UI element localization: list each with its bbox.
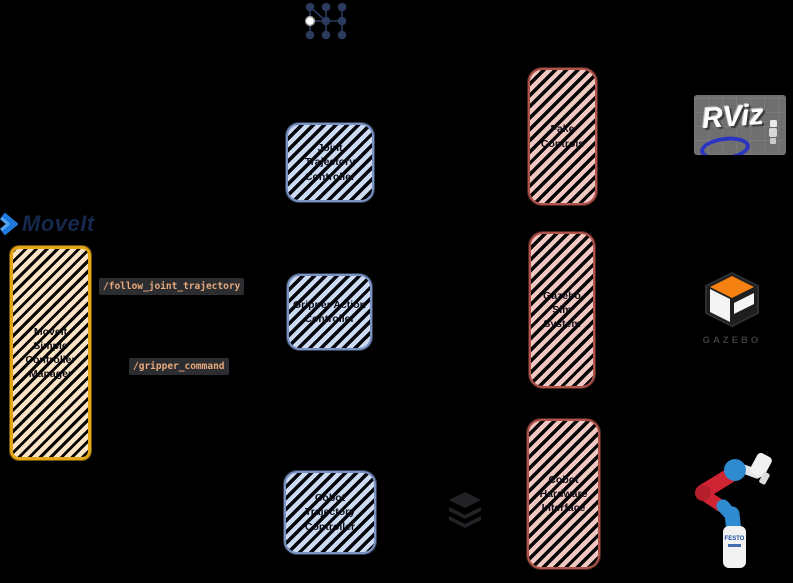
- node-label-line: Simple: [33, 339, 68, 352]
- node-label-line: Gazebo: [543, 289, 581, 302]
- node-label-line: Trajectory: [304, 506, 356, 519]
- node-label-line: Manager: [28, 368, 73, 381]
- node-label-line: Gripper Action: [292, 298, 367, 311]
- ros-control-logo-icon: [304, 2, 347, 40]
- festo-brand-text: FESTO: [725, 536, 745, 542]
- node-label-line: Fake: [550, 123, 575, 136]
- moveit-logo: MoveIt: [0, 211, 95, 237]
- node-label-line: Interface: [541, 502, 586, 515]
- node-label-line: System: [543, 318, 581, 331]
- moveit-logo-text: MoveIt: [22, 211, 95, 236]
- cobot-arm-image: FESTO: [695, 452, 772, 568]
- node-label-line: Joint: [317, 142, 343, 155]
- topic-gripper-command: /gripper_command: [129, 358, 229, 375]
- node-label-line: Sim: [552, 303, 572, 316]
- node-label-line: Cobot: [548, 473, 579, 486]
- node-label-line: MoveIt: [33, 325, 68, 338]
- gazebo-logo: GAZEBO: [699, 271, 765, 346]
- rviz-logo: RViz: [694, 95, 786, 155]
- node-fake-controls: Fake Controls: [528, 68, 597, 205]
- gazebo-logo-text: GAZEBO: [702, 335, 762, 346]
- node-joint-trajectory-controller: Joint Trajectory Controller: [286, 123, 374, 202]
- moveit-chevron-icon: [0, 212, 18, 236]
- node-gazebo-sim-system: Gazebo Sim System: [529, 232, 595, 388]
- node-label-line: Controls: [540, 137, 585, 150]
- node-label-line: Cobot: [314, 492, 346, 505]
- node-cobot-hardware-interface: Cobot Hardware Interface: [527, 419, 600, 569]
- gazebo-cube-icon: [705, 271, 759, 328]
- node-label-line: Hardware: [539, 487, 588, 500]
- node-cobot-trajectory-controller: Cobot Trajectory Controller: [284, 471, 376, 554]
- rviz-robot-icon: [769, 120, 777, 144]
- node-label-line: Controller: [25, 354, 76, 366]
- layers-icon: [449, 492, 481, 528]
- node-moveit-simple-controller-manager: MoveIt Simple Controller Manager: [10, 246, 91, 460]
- rviz-logo-text: RViz: [700, 98, 765, 136]
- node-label-line: Controller: [304, 170, 356, 183]
- node-gripper-action-controller: Gripper Action Controller: [287, 274, 372, 350]
- node-label-line: Trajectory: [304, 156, 356, 169]
- node-label-line: Controller: [304, 520, 356, 533]
- topic-follow-joint-trajectory: /follow_joint_trajectory: [99, 278, 245, 295]
- node-label-line: Controller: [304, 313, 355, 325]
